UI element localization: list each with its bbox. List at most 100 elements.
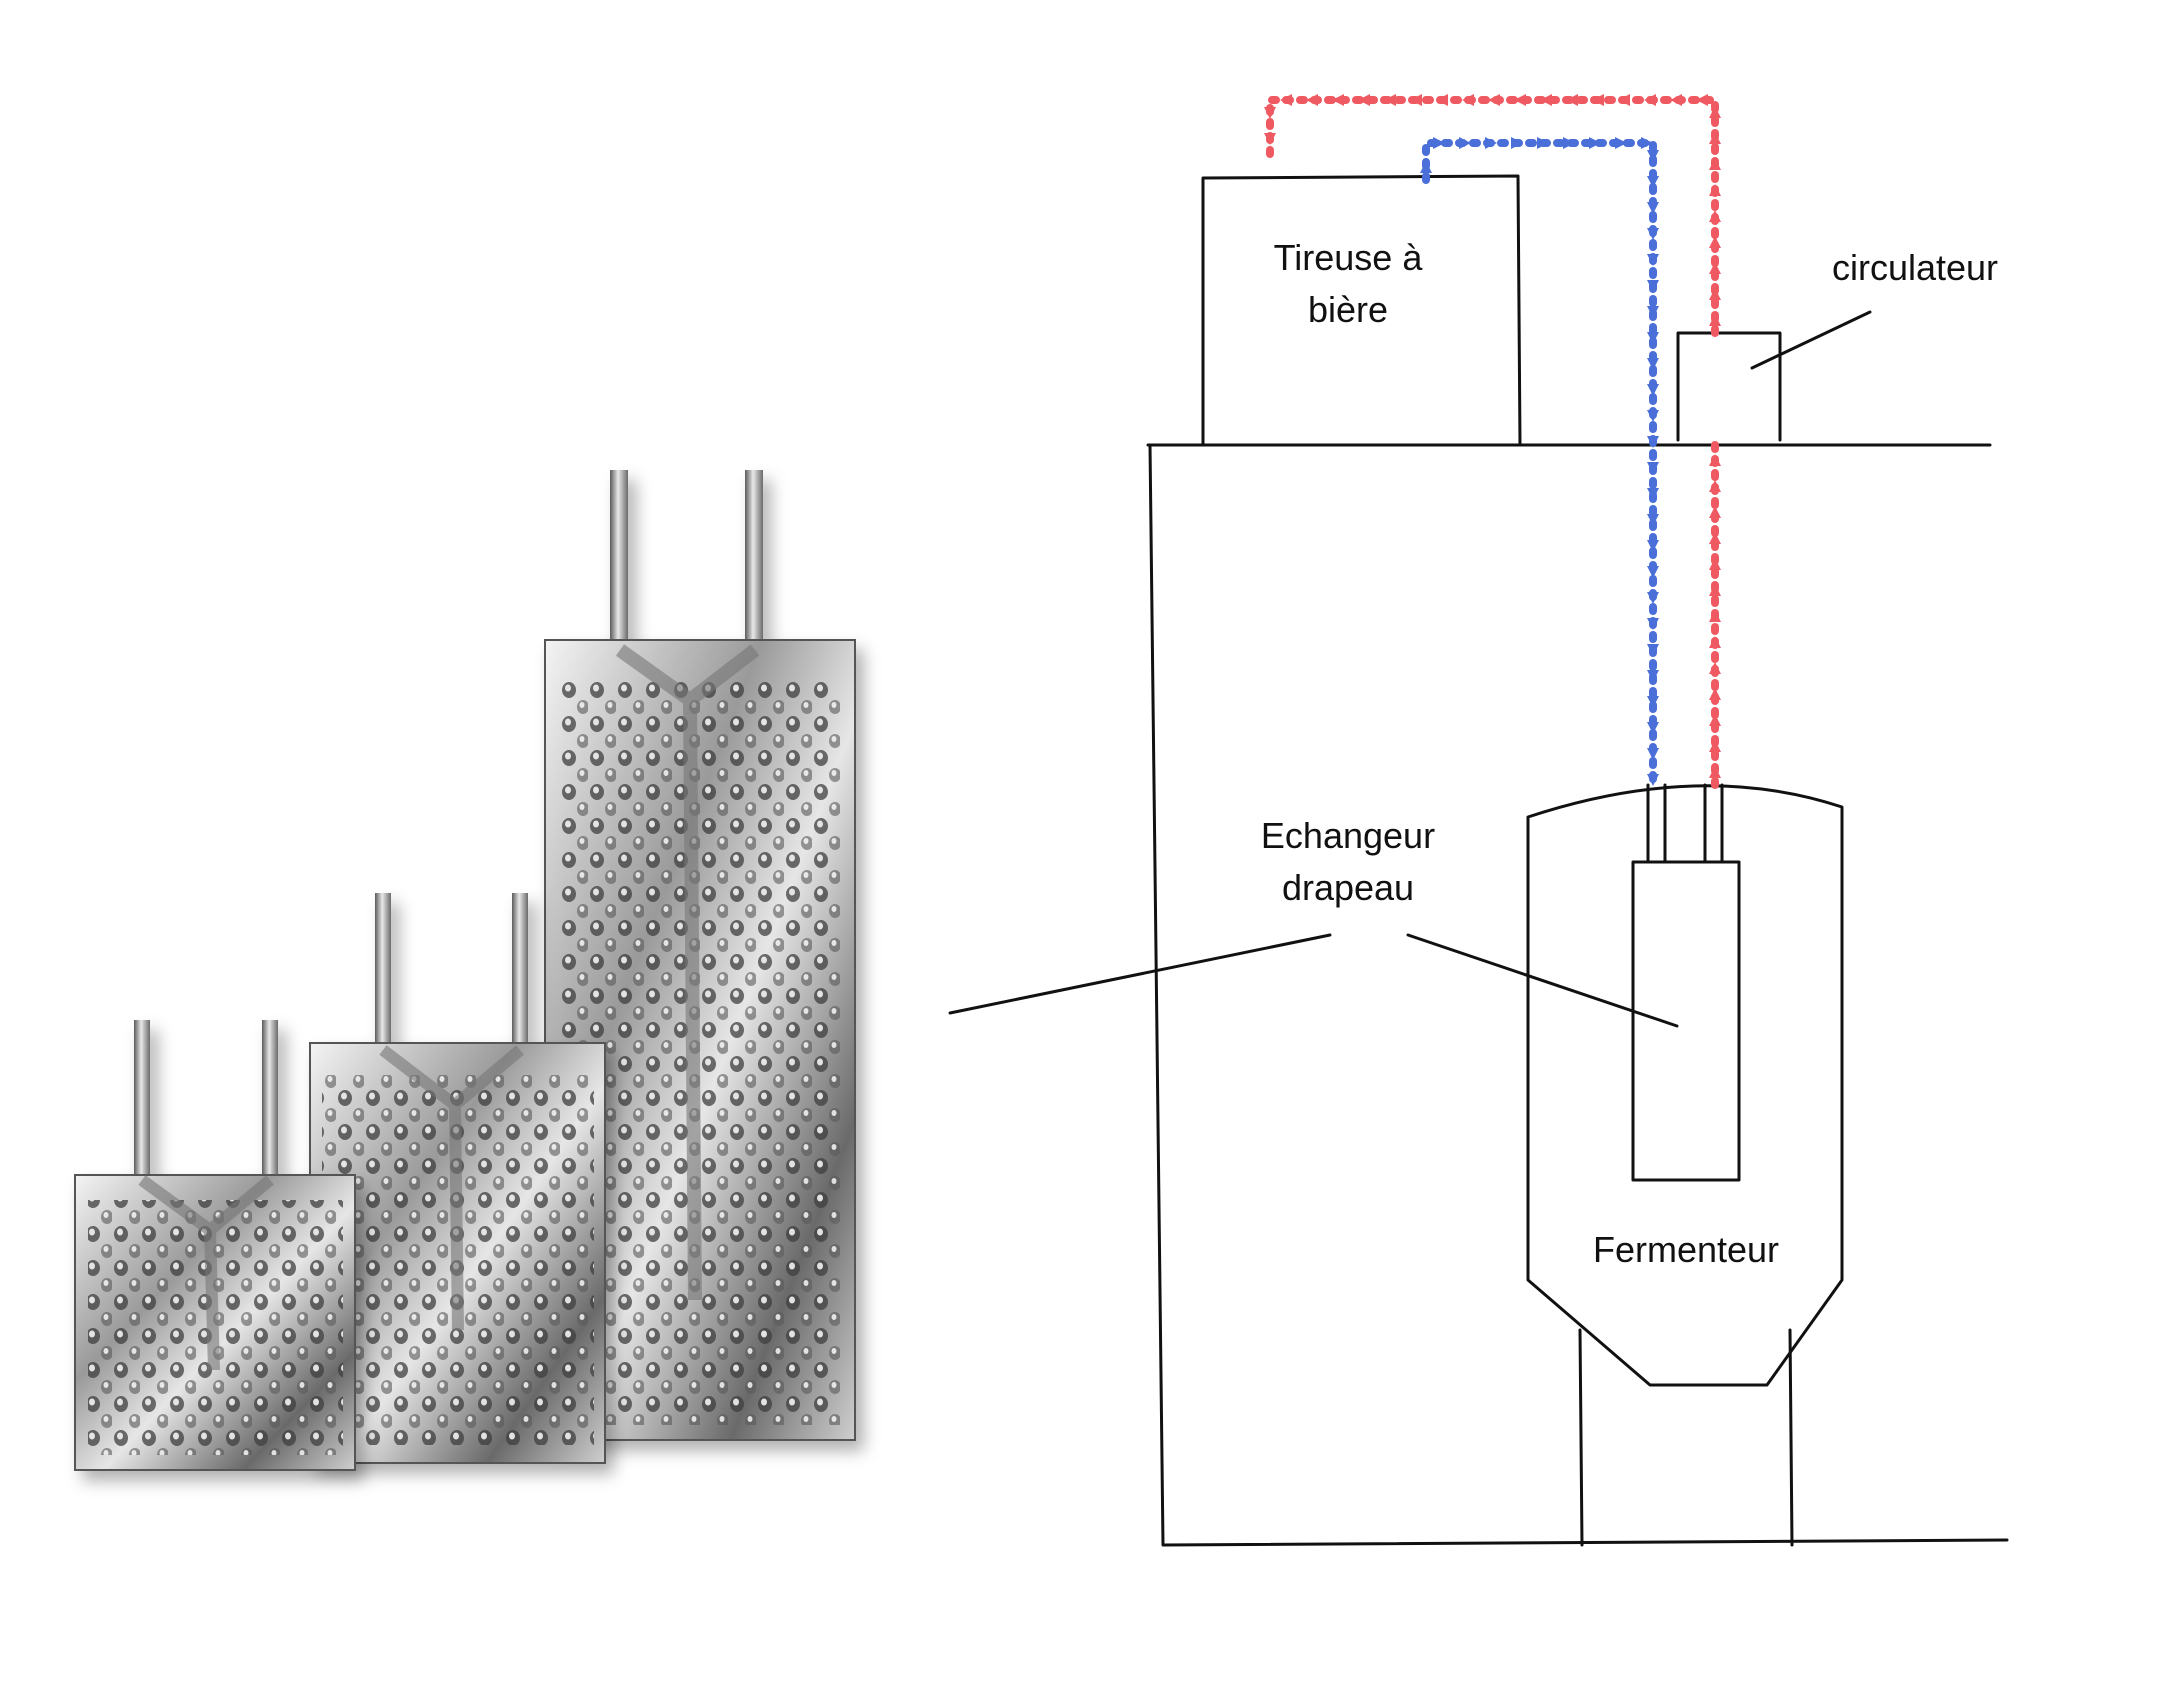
hot-arrow-up-lower [1709,480,1721,492]
medium-exchanger-plate [309,893,606,1464]
hot-arrow-up-upper [1709,288,1721,300]
large-exchanger-plate [544,470,856,1441]
hot-arrow-left-top [1280,94,1292,106]
cold-arrow-down [1647,410,1659,422]
hot-arrow-up-lower [1709,532,1721,544]
echangeur-leader-to-photo [948,933,1332,1015]
flow-arrowheads [1264,94,1721,786]
hot-arrow-left-top [1644,94,1656,106]
small-plate-channel [138,1175,274,1371]
cold-flow-path [1422,139,1657,789]
hot-arrow-up-upper [1709,210,1721,222]
cold-arrow-right-top [1511,137,1523,149]
circulateur-leader-line [1750,310,1872,370]
cold-arrow-right-top [1615,137,1627,149]
fermenteur-label: Fermenteur [1593,1229,1779,1270]
installation-schematic [948,174,2009,1547]
hot-arrow-left-top [1696,94,1708,106]
cold-arrow-right-top [1459,137,1471,149]
fermenteur-vessel [1526,784,1844,1387]
hot-arrow-up-lower [1709,766,1721,778]
hot-arrow-down-tireuse [1264,107,1276,119]
hot-arrow-left-top [1618,94,1630,106]
hot-arrow-left-top [1358,94,1370,106]
circulateur-box [1676,331,1782,442]
hot-arrow-left-top [1592,94,1604,106]
circulateur-label: circulateur [1832,247,1998,288]
cold-arrow-down [1647,202,1659,214]
medium-plate-tube-right [512,893,528,1043]
cold-arrow-down [1647,774,1659,786]
cold-arrow-down [1647,748,1659,760]
cold-arrow-down [1647,670,1659,682]
tireuse-box [1201,174,1522,447]
hot-arrow-up-lower [1709,688,1721,700]
large-plate-tube-right [745,470,763,640]
cold-arrow-right-top [1641,137,1653,149]
small-plate-tube-left [134,1020,150,1175]
large-plate-channel [615,644,760,1301]
small-exchanger-plate [74,1020,356,1471]
hot-arrow-left-top [1384,94,1396,106]
cold-arrow-down [1647,644,1659,656]
hot-arrow-up-lower [1709,714,1721,726]
cold-arrow-down [1647,176,1659,188]
cold-arrow-down [1647,306,1659,318]
hot-arrow-up-upper [1709,314,1721,326]
hot-arrow-up-upper [1709,262,1721,274]
echangeur-label-line2: drapeau [1282,867,1414,908]
cold-arrow-down [1647,228,1659,240]
medium-plate-channel [379,1045,524,1331]
hot-arrow-left-top [1670,94,1682,106]
diagram-labels: Tireuse à bière circulateur Echangeur dr… [1261,237,1998,1270]
cold-arrow-down [1647,696,1659,708]
cold-arrow-down [1647,514,1659,526]
cold-arrow-right-top [1485,137,1497,149]
hot-arrow-left-top [1332,94,1344,106]
echangeur-leader-to-plate [1406,933,1679,1028]
exchanger-plate-drawing [1631,860,1741,1182]
hot-arrow-left-top [1462,94,1474,106]
cold-arrow-down [1647,592,1659,604]
cold-arrow-down [1647,384,1659,396]
hot-arrow-up-lower [1709,610,1721,622]
cold-arrow-down [1647,254,1659,266]
cold-arrow-down [1647,150,1659,162]
cold-arrow-down [1647,358,1659,370]
cold-arrow-right-top [1563,137,1575,149]
cabinet-outline [1146,443,2009,1547]
cold-arrow-down [1647,540,1659,552]
hot-arrow-left-top [1566,94,1578,106]
hot-arrow-up-lower [1709,558,1721,570]
large-plate-dimples [560,680,842,1425]
hot-arrow-left-top [1410,94,1422,106]
cold-arrow-down [1647,488,1659,500]
hot-arrow-up-lower [1709,584,1721,596]
cold-arrow-right-top [1589,137,1601,149]
hot-arrow-left-top [1514,94,1526,106]
hot-arrow-left-top [1488,94,1500,106]
hot-arrow-left-top [1540,94,1552,106]
heat-exchanger-photo [74,470,856,1471]
cold-arrow-down [1647,566,1659,578]
hot-arrow-up-lower [1709,662,1721,674]
echangeur-label-line1: Echangeur [1261,815,1435,856]
cold-arrow-right-top [1537,137,1549,149]
cold-arrow-right-top [1433,137,1445,149]
hot-arrow-up-upper [1709,132,1721,144]
hot-arrow-up-lower [1709,740,1721,752]
hot-arrow-up-upper [1709,236,1721,248]
flow-arrows [1264,94,1721,789]
cold-arrow-down [1647,280,1659,292]
hot-arrow-left-top [1306,94,1318,106]
tireuse-label-line2: bière [1308,289,1388,330]
fermenteur-legs [1578,1328,1794,1547]
cold-arrow-up-tireuse [1420,161,1432,173]
cold-arrow-down [1647,462,1659,474]
large-plate-tube-left [610,470,628,640]
hot-arrow-up-upper [1709,184,1721,196]
hot-arrow-up-lower [1709,454,1721,466]
hot-arrow-up-upper [1709,158,1721,170]
hot-arrow-up-upper [1709,106,1721,118]
